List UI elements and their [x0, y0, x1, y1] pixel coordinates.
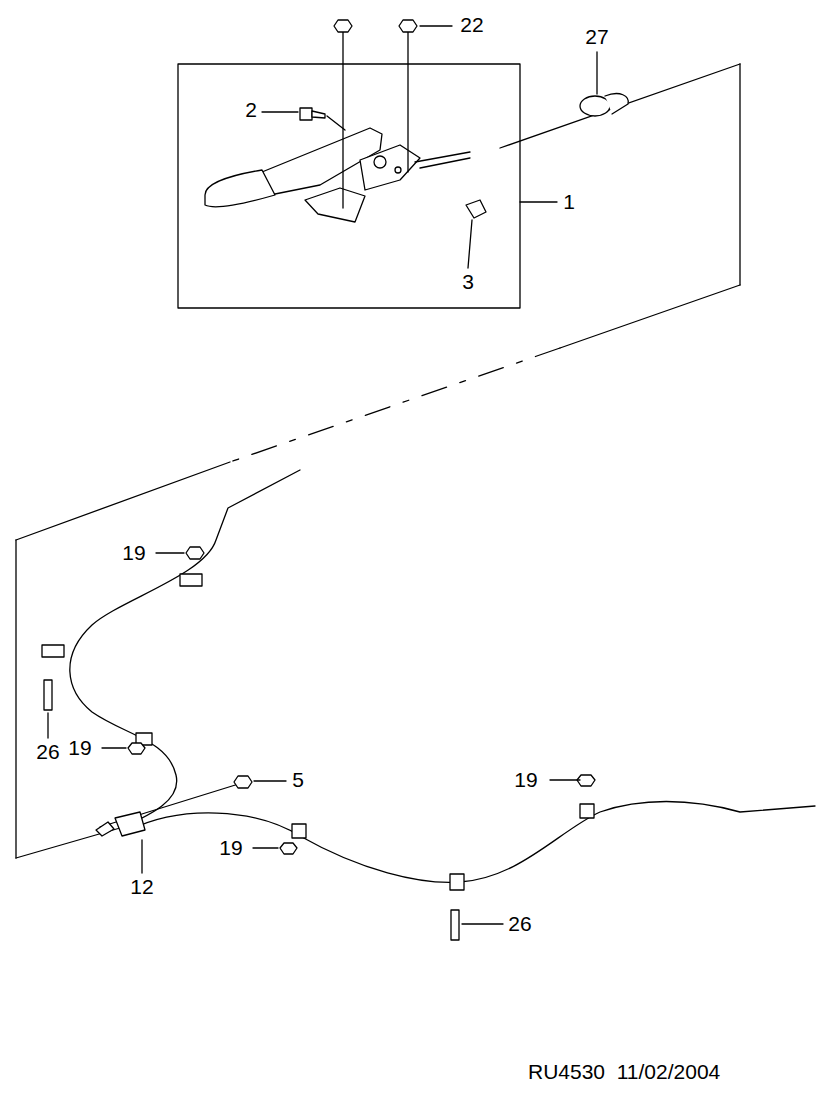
callout-number: 3: [460, 270, 476, 293]
callout-number: 22: [458, 13, 485, 36]
drawing-code: RU4530 11/02/2004: [526, 1060, 722, 1083]
brake-cables: [70, 470, 815, 882]
callout-number: 12: [128, 875, 155, 898]
callout-number: 19: [66, 736, 93, 759]
fasteners-lower: [42, 547, 595, 940]
callout-number: 19: [120, 541, 147, 564]
callout-number: 2: [243, 98, 259, 121]
callout-number: 5: [290, 768, 306, 791]
callout-number: 1: [561, 190, 577, 213]
callout-number: 26: [506, 912, 533, 935]
callout-number: 26: [34, 740, 61, 763]
callout-number: 19: [217, 836, 244, 859]
callout-number: 19: [512, 768, 539, 791]
inset-frame: [178, 64, 520, 308]
brake-lever: [205, 128, 470, 222]
callout-number: 27: [583, 25, 610, 48]
floor-plane: [16, 64, 740, 858]
fasteners-upper: [262, 20, 628, 268]
